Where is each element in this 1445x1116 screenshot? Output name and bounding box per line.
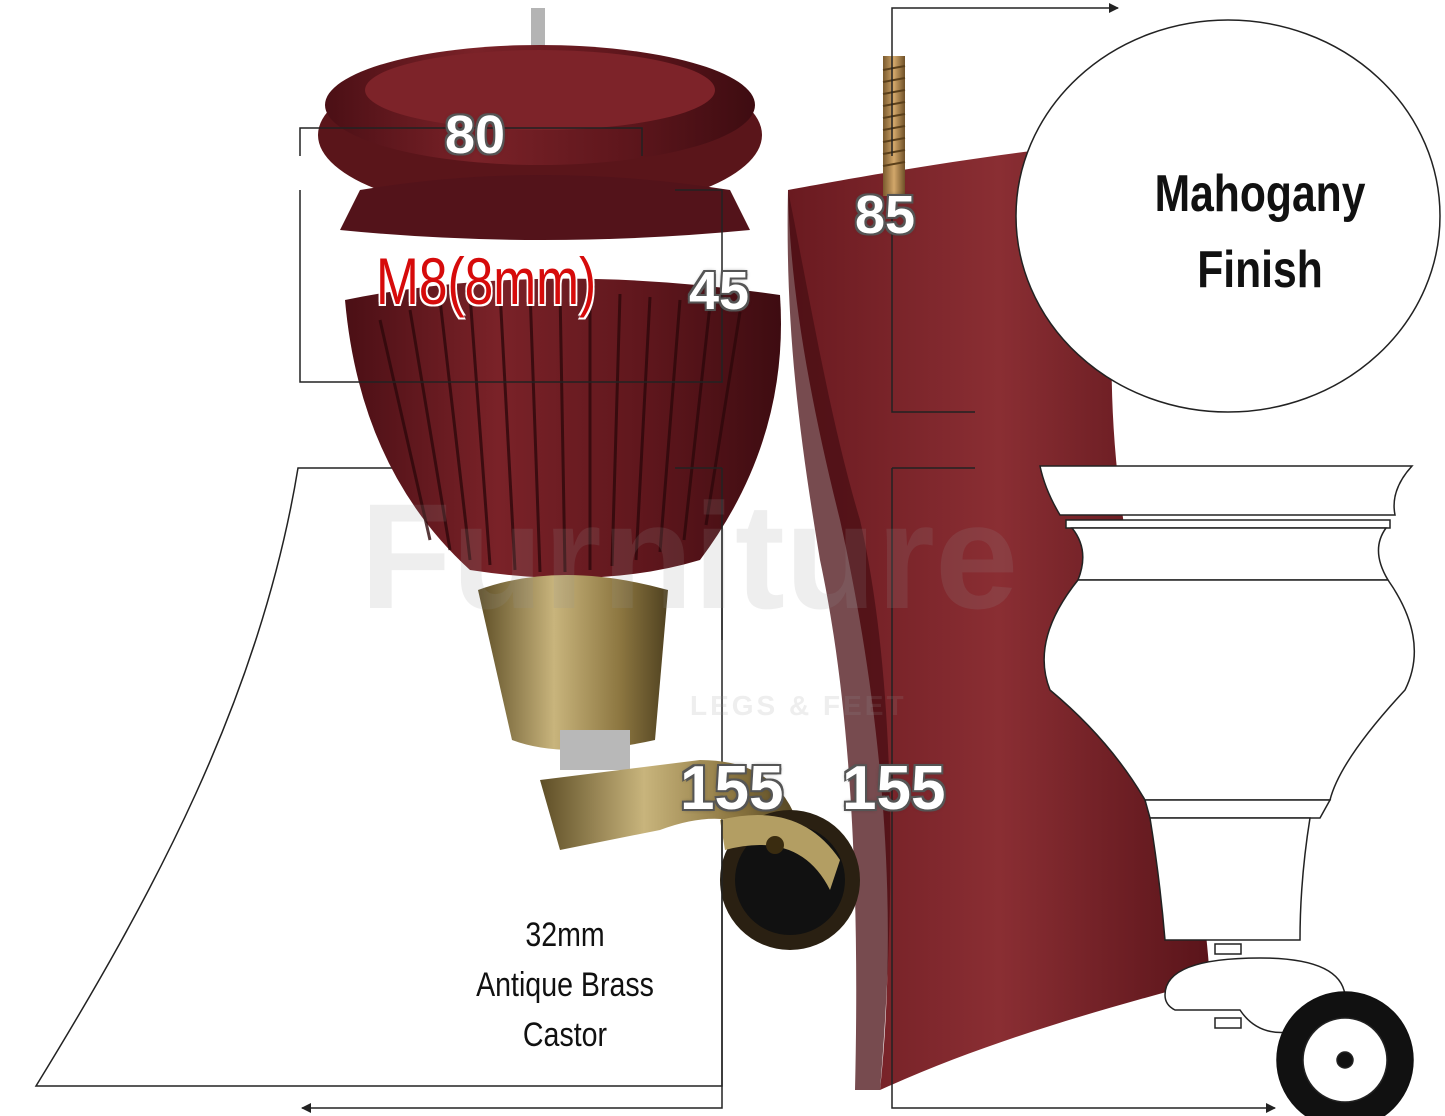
castor-label-line1: 32mm — [525, 916, 605, 954]
finish-circle — [1015, 19, 1441, 413]
castor-label-line3: Castor — [522, 1016, 608, 1054]
watermark-tagline: LEGS & FEET — [690, 690, 907, 721]
thread-size-label: M8(8mm) — [376, 244, 597, 318]
bun-foot-outline — [1039, 465, 1415, 1116]
dimension-top-width: 80 — [445, 105, 506, 165]
dimension-lines — [299, 3, 1276, 1113]
square-leg — [787, 56, 1210, 1090]
dimension-leg-top-height: 85 — [855, 185, 916, 245]
finish-label-line2: Finish — [1197, 241, 1323, 299]
turned-foot — [318, 8, 860, 950]
dimension-castor-height: 155 — [680, 754, 784, 823]
castor-label-line2: Antique Brass — [476, 966, 654, 1004]
watermark-logo: Furniture — [360, 472, 1019, 640]
finish-label-line1: Mahogany — [1154, 165, 1366, 223]
dimension-leg-height: 155 — [842, 754, 946, 823]
dimension-top-height: 45 — [689, 261, 750, 321]
